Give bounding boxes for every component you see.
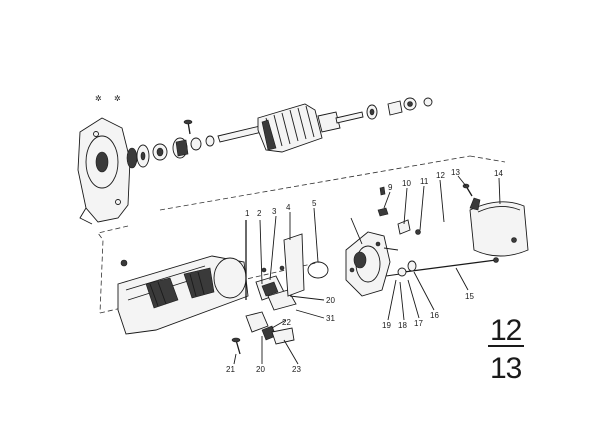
terminal-parts	[377, 186, 421, 235]
callout-23: 23	[292, 365, 301, 374]
bearing-washers	[366, 97, 433, 120]
callout-12: 12	[436, 171, 445, 180]
callout-3: 3	[272, 207, 277, 216]
callout-21: 21	[226, 365, 235, 374]
screw-13	[462, 183, 473, 197]
callout-18: 18	[398, 321, 407, 330]
callout-31: 31	[326, 314, 335, 323]
drive-end-bracket	[77, 117, 131, 225]
callout-9: 9	[388, 183, 393, 192]
page-current: 12	[490, 314, 522, 347]
callout-14: 14	[494, 169, 503, 178]
callout-2: 2	[257, 209, 262, 218]
callout-15: 15	[465, 292, 474, 301]
page-indicator: 12 13	[488, 314, 524, 385]
callout-17: 17	[414, 319, 423, 328]
callout-1: 1	[245, 209, 250, 218]
star-marker-1: ✲	[95, 94, 102, 103]
callout-22: 22	[282, 318, 291, 327]
callout-16: 16	[430, 311, 439, 320]
commutator-end-cover	[345, 231, 401, 297]
callout-4: 4	[286, 203, 291, 212]
star-marker-2: ✲	[114, 94, 121, 103]
callout-11: 11	[420, 177, 429, 186]
armature	[217, 103, 364, 153]
callout-19: 19	[382, 321, 391, 330]
page-total: 13	[490, 352, 522, 385]
callout-10: 10	[402, 179, 411, 188]
callout-20-upper: 20	[326, 296, 335, 305]
callout-5: 5	[312, 199, 317, 208]
yoke-housing	[117, 255, 249, 335]
pinion-clutch-group	[126, 119, 215, 169]
brush-holder-assembly	[231, 220, 329, 355]
callout-20-lower: 20	[256, 365, 265, 374]
through-bolt	[397, 257, 499, 277]
leader-lines	[233, 175, 501, 365]
cover-band	[469, 197, 529, 257]
callout-13: 13	[451, 168, 460, 177]
